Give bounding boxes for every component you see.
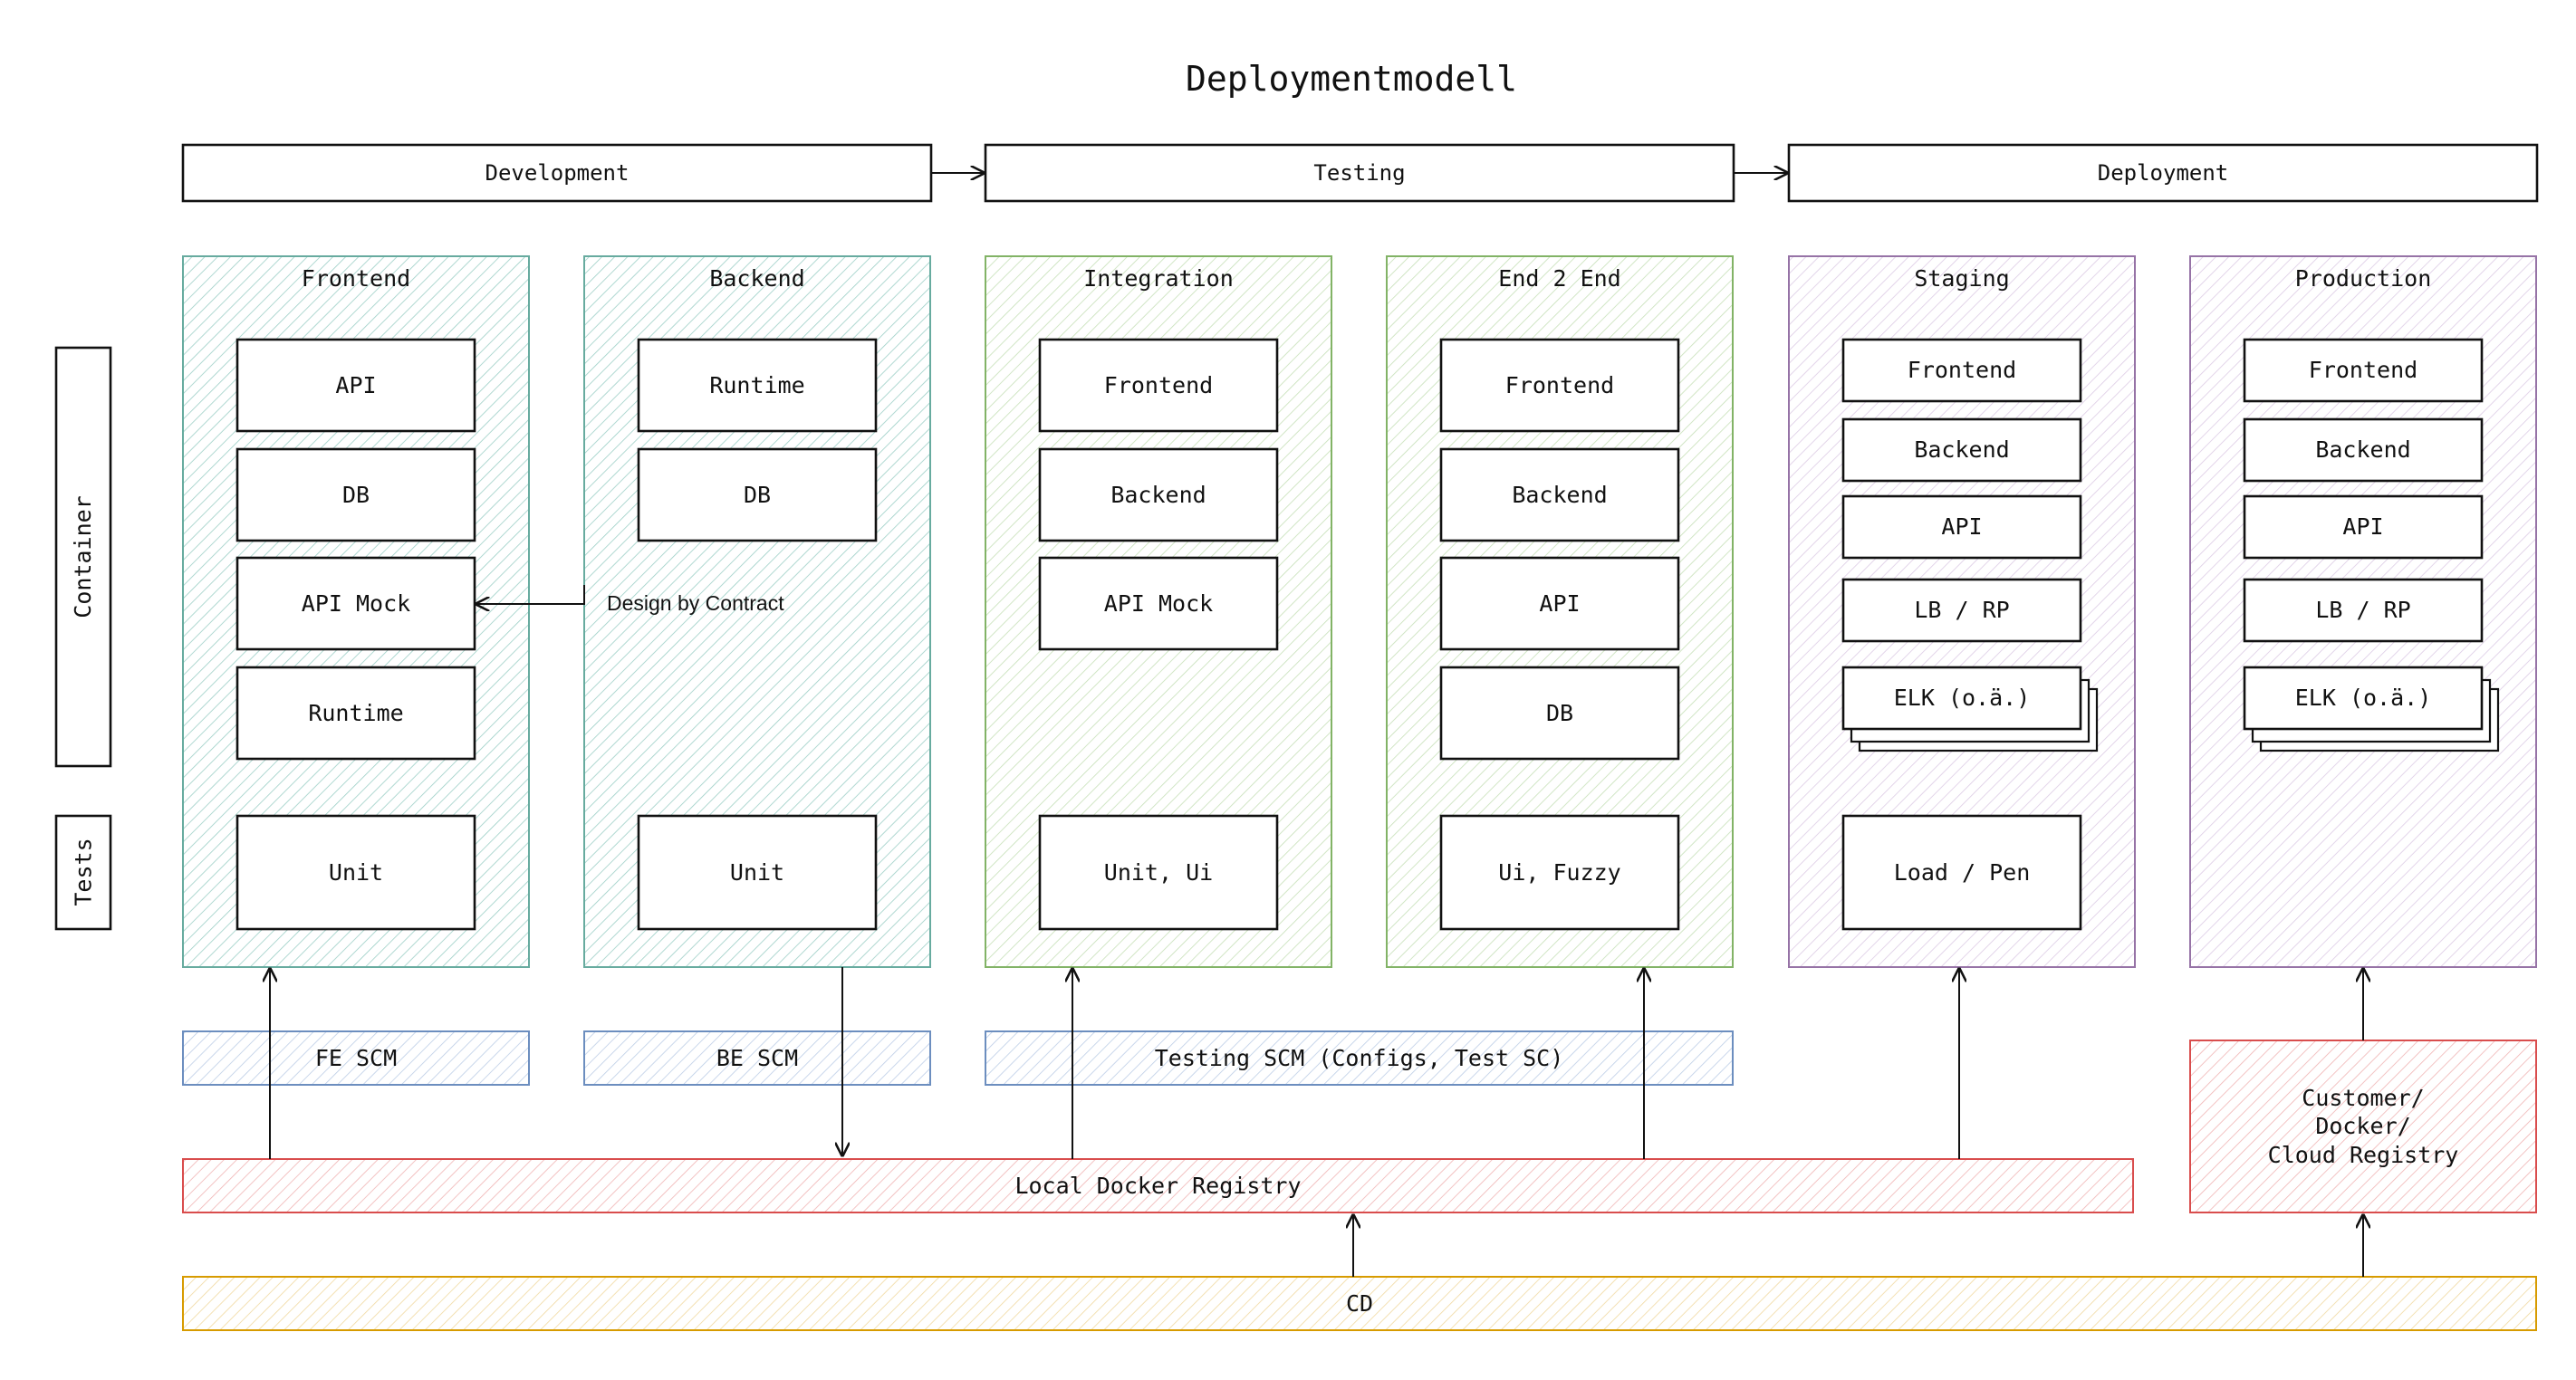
production-item-elk-box	[2243, 666, 2484, 731]
backend-test-box	[637, 814, 878, 931]
integration-item-backend-box	[1038, 447, 1279, 542]
container-side-box	[54, 346, 112, 768]
staging-item-backend: Backend	[1914, 436, 2010, 464]
production-item-frontend-box	[2243, 338, 2484, 403]
testing-scm-bar	[985, 1030, 1734, 1086]
customer-registry-label: Customer/ Docker/ Cloud Registry	[2267, 1085, 2459, 1168]
production-item-frontend: Frontend	[2308, 357, 2418, 384]
local-docker-registry-label: Local Docker Registry	[1014, 1172, 1302, 1199]
fe-scm-bar	[182, 1030, 530, 1086]
e2e-item-backend: Backend	[1512, 481, 1608, 508]
cd-label: CD	[1345, 1289, 1374, 1317]
local-docker-registry-bar	[182, 1158, 2134, 1213]
phase-testing-label: Testing	[1313, 160, 1406, 186]
phase-development-label: Development	[485, 160, 630, 186]
e2e-test-box	[1439, 814, 1680, 931]
e2e-item-db-box	[1439, 666, 1680, 761]
production-item-lb-box	[2243, 578, 2484, 643]
integration-test-box	[1038, 814, 1279, 931]
frontend-item-db-box	[235, 447, 476, 542]
production-item-api-box	[2243, 494, 2484, 560]
e2e-test-label: Ui, Fuzzy	[1498, 858, 1621, 886]
integration-column-title: Integration	[1083, 265, 1234, 292]
frontend-item-api-mock-box	[235, 556, 476, 651]
e2e-column-title: End 2 End	[1498, 265, 1621, 292]
container-side-label: Container	[70, 495, 97, 618]
backend-item-runtime-box	[637, 338, 878, 433]
e2e-item-backend-box	[1439, 447, 1680, 542]
backend-column-title: Backend	[709, 265, 805, 292]
integration-item-api-mock-box	[1038, 556, 1279, 651]
tests-side-box	[54, 814, 112, 931]
frontend-item-db: DB	[341, 481, 370, 508]
staging-column-title: Staging	[1914, 265, 2010, 292]
e2e-item-frontend-box	[1439, 338, 1680, 433]
staging-item-frontend-box	[1841, 338, 2082, 403]
staging-test-label: Load / Pen	[1893, 858, 2031, 886]
staging-item-lb-rp: LB / RP	[1914, 597, 2010, 624]
frontend-column-title: Frontend	[301, 265, 411, 292]
frontend-item-runtime-box	[235, 666, 476, 761]
production-column-title: Production	[2294, 265, 2432, 292]
backend-item-runtime: Runtime	[709, 371, 805, 398]
frontend-item-api-box	[235, 338, 476, 433]
staging-item-api-box	[1841, 494, 2082, 560]
customer-registry-box	[2189, 1040, 2537, 1213]
frontend-test-label: Unit	[328, 858, 384, 886]
production-item-backend: Backend	[2315, 436, 2411, 464]
integration-item-frontend: Frontend	[1103, 371, 1214, 398]
e2e-item-api-box	[1439, 556, 1680, 651]
design-by-contract-note: Design by Contract	[607, 590, 784, 615]
integration-test-label: Unit, Ui	[1103, 858, 1214, 886]
frontend-item-api: API	[335, 371, 377, 398]
integration-item-frontend-box	[1038, 338, 1279, 433]
phase-deployment-label: Deployment	[2097, 160, 2229, 186]
e2e-item-frontend: Frontend	[1504, 371, 1615, 398]
staging-item-elk: ELK (o.ä.)	[1893, 685, 2031, 712]
diagram-title: Deploymentmodell	[1185, 59, 1518, 100]
production-item-elk: ELK (o.ä.)	[2294, 685, 2432, 712]
tests-side-label: Tests	[70, 838, 97, 906]
backend-test-label: Unit	[729, 858, 785, 886]
integration-item-backend: Backend	[1110, 481, 1206, 508]
phase-testing-box	[984, 143, 1735, 203]
staging-item-api: API	[1941, 513, 1983, 541]
frontend-test-box	[235, 814, 476, 931]
production-item-api: API	[2342, 513, 2384, 541]
integration-item-api-mock: API Mock	[1103, 589, 1214, 617]
backend-item-db: DB	[743, 481, 772, 508]
production-item-lb-rp: LB / RP	[2315, 597, 2411, 624]
production-item-backend-box	[2243, 417, 2484, 483]
testing-scm-label: Testing SCM (Configs, Test SC)	[1154, 1044, 1564, 1071]
staging-item-frontend: Frontend	[1907, 357, 2017, 384]
be-scm-label: BE SCM	[716, 1044, 799, 1071]
e2e-item-api: API	[1539, 589, 1581, 617]
be-scm-bar	[583, 1030, 931, 1086]
frontend-item-api-mock: API Mock	[301, 589, 411, 617]
backend-item-db-box	[637, 447, 878, 542]
phase-deployment-box	[1787, 143, 2539, 203]
e2e-item-db: DB	[1545, 699, 1574, 726]
cd-bar	[182, 1276, 2537, 1331]
frontend-item-runtime: Runtime	[308, 699, 404, 726]
staging-item-lb-box	[1841, 578, 2082, 643]
staging-item-backend-box	[1841, 417, 2082, 483]
staging-test-box	[1841, 814, 2082, 931]
design-by-contract-arrow	[476, 585, 585, 604]
fe-scm-label: FE SCM	[314, 1044, 398, 1071]
staging-item-elk-box	[1841, 666, 2082, 731]
phase-development-box	[181, 143, 933, 203]
